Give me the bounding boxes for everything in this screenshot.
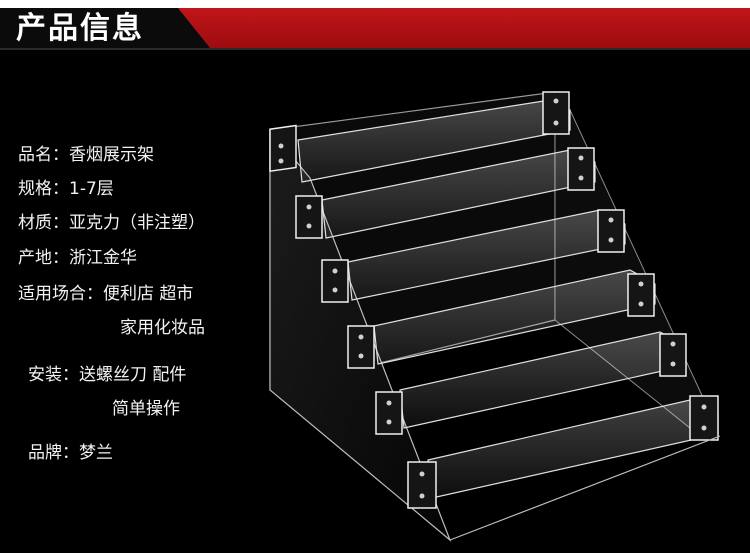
- section-title: 产品信息: [16, 11, 144, 46]
- spec-material-label: 材质：: [18, 213, 69, 233]
- spec-usage-label: 适用场合：: [18, 284, 103, 304]
- spec-origin-label: 产地：: [18, 248, 69, 268]
- header-top-strip: [0, 0, 750, 8]
- spec-usage-value: 便利店 超市: [103, 284, 194, 304]
- spec-material-value: 亚克力（非注塑）: [69, 213, 205, 233]
- shelf-step-2: [295, 147, 596, 239]
- spec-usage-value-2: 家用化妆品: [120, 318, 205, 338]
- base-edge: [449, 435, 721, 541]
- spec-install: 安装：送螺丝刀 配件: [28, 364, 186, 386]
- header-banner: 产品信息: [0, 0, 750, 56]
- spec-brand-value: 梦兰: [79, 443, 113, 463]
- spec-size-value: 1-7层: [69, 179, 114, 199]
- spec-size-label: 规格：: [18, 179, 69, 199]
- spec-brand-label: 品牌：: [28, 443, 79, 463]
- acrylic-step-shelf-image: [250, 70, 750, 549]
- spec-brand: 品牌：梦兰: [28, 442, 113, 464]
- spec-usage: 适用场合：便利店 超市: [18, 283, 193, 305]
- shelf-step-1: [269, 91, 571, 183]
- spec-install-label: 安装：: [28, 365, 79, 385]
- spec-name-label: 品名：: [18, 145, 69, 165]
- spec-material: 材质：亚克力（非注塑）: [18, 212, 205, 234]
- shelf-step-4: [347, 269, 656, 369]
- header-red-band: [178, 8, 750, 48]
- header-divider: [0, 48, 750, 50]
- spec-name: 品名：香烟展示架: [18, 144, 154, 166]
- spec-origin-value: 浙江金华: [69, 248, 137, 268]
- shelf-step-3: [321, 209, 626, 303]
- shelf-step-5: [375, 331, 687, 435]
- spec-size: 规格：1-7层: [18, 178, 114, 200]
- shelf-step-6: [407, 395, 719, 509]
- spec-install-value-2: 简单操作: [112, 399, 180, 419]
- acrylic-step-shelf-drawing: [269, 90, 721, 542]
- spec-install-value: 送螺丝刀 配件: [79, 365, 187, 385]
- spec-name-value: 香烟展示架: [69, 145, 154, 165]
- spec-origin: 产地：浙江金华: [18, 247, 137, 269]
